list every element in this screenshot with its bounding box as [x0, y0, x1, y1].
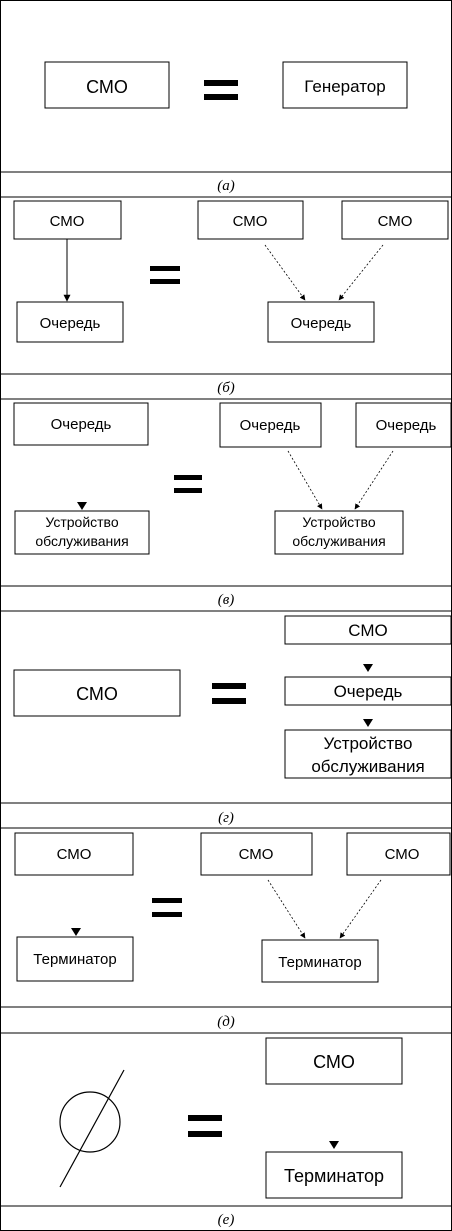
caption-b: (б) [217, 380, 235, 396]
caption-d: (д) [217, 1014, 235, 1030]
arrowhead-icon [77, 502, 87, 510]
queue-right-2-box [355, 402, 452, 448]
smo-left-label: СМО [50, 213, 85, 230]
arrowhead-icon [363, 719, 373, 727]
panel-b: СМО Очередь СМО СМО Очередь (б) [0, 200, 452, 400]
device-right-label-1: Устройство [302, 514, 375, 530]
arrowhead-icon [363, 664, 373, 672]
queue-left-box [13, 402, 149, 446]
equals-icon [188, 1115, 222, 1137]
device-right-label-2: обслуживания [292, 533, 385, 549]
panel-g: СМО СМО Очередь Устройство обслуживания … [0, 615, 452, 829]
queue-right-label: Очередь [291, 315, 352, 332]
generator-label: Генератор [304, 77, 385, 96]
equals-icon [204, 80, 238, 100]
equals-icon [150, 266, 180, 284]
smo-right-2-box [346, 832, 451, 876]
smo-right-2-label: СМО [385, 846, 420, 863]
smo-right-1-box [200, 832, 313, 876]
caption-g: (г) [218, 810, 234, 826]
smo-label: СМО [86, 77, 128, 97]
arrow-dotted [338, 244, 384, 301]
panel-e: СМО Терминатор (е) [0, 1037, 452, 1228]
device-left-label-2: обслуживания [35, 533, 128, 549]
smo-right-2-label: СМО [378, 213, 413, 230]
panel-v: Очередь Устройство обслуживания Очередь … [0, 402, 452, 612]
smo-right-1-label: СМО [233, 213, 268, 230]
arrow-dotted [339, 879, 382, 939]
device-right-box [284, 729, 452, 779]
smo-box [44, 61, 170, 109]
queue-left-box [16, 301, 124, 343]
arrow-dotted [354, 450, 394, 510]
queue-right-box [267, 301, 375, 343]
panel-a: СМО Генератор (а) [0, 61, 452, 198]
smo-left-box [13, 669, 181, 717]
device-right-label-2: обслуживания [311, 757, 424, 776]
device-left-box [14, 510, 150, 555]
arrow-dotted [287, 450, 323, 510]
queue-right-box [284, 676, 452, 706]
arrow-dotted [267, 879, 306, 939]
queue-right-label: Очередь [334, 682, 403, 701]
smo-left-box [13, 200, 122, 240]
terminator-right-label: Терминатор [278, 954, 361, 971]
smo-left-label: СМО [76, 684, 118, 704]
smo-left-label: СМО [57, 846, 92, 863]
equals-icon [152, 898, 182, 917]
caption-e: (е) [218, 1212, 235, 1228]
caption-a: (а) [217, 178, 235, 194]
smo-right-2-box [341, 200, 449, 240]
smo-right-box [284, 615, 452, 645]
smo-right-label: СМО [348, 621, 387, 640]
queue-right-1-box [219, 402, 322, 448]
arrow-dotted [264, 244, 306, 301]
queue-right-2-label: Очередь [376, 417, 437, 434]
smo-right-label: СМО [313, 1052, 355, 1072]
smo-right-1-box [197, 200, 304, 240]
terminator-left-box [16, 936, 134, 982]
smo-left-box [14, 832, 134, 876]
smo-right-1-label: СМО [239, 846, 274, 863]
queue-left-label: Очередь [40, 315, 101, 332]
device-right-box [274, 510, 404, 555]
terminator-right-box [265, 1151, 403, 1199]
panel-d: СМО Терминатор СМО СМО Терминатор (д) [0, 832, 452, 1034]
arrowhead-icon [71, 928, 81, 936]
terminator-right-label: Терминатор [284, 1166, 384, 1186]
device-right-label-1: Устройство [324, 734, 413, 753]
equals-icon [212, 683, 246, 704]
caption-v: (в) [218, 592, 235, 608]
generator-box [282, 61, 408, 109]
queue-right-1-label: Очередь [240, 417, 301, 434]
terminator-right-box [261, 939, 379, 983]
smo-right-box [265, 1037, 403, 1085]
device-left-label-1: Устройство [45, 514, 118, 530]
empty-set-icon [59, 1069, 125, 1188]
queue-left-label: Очередь [51, 416, 112, 433]
arrowhead-icon [329, 1141, 339, 1149]
equals-icon [174, 475, 202, 493]
terminator-left-label: Терминатор [33, 951, 116, 968]
